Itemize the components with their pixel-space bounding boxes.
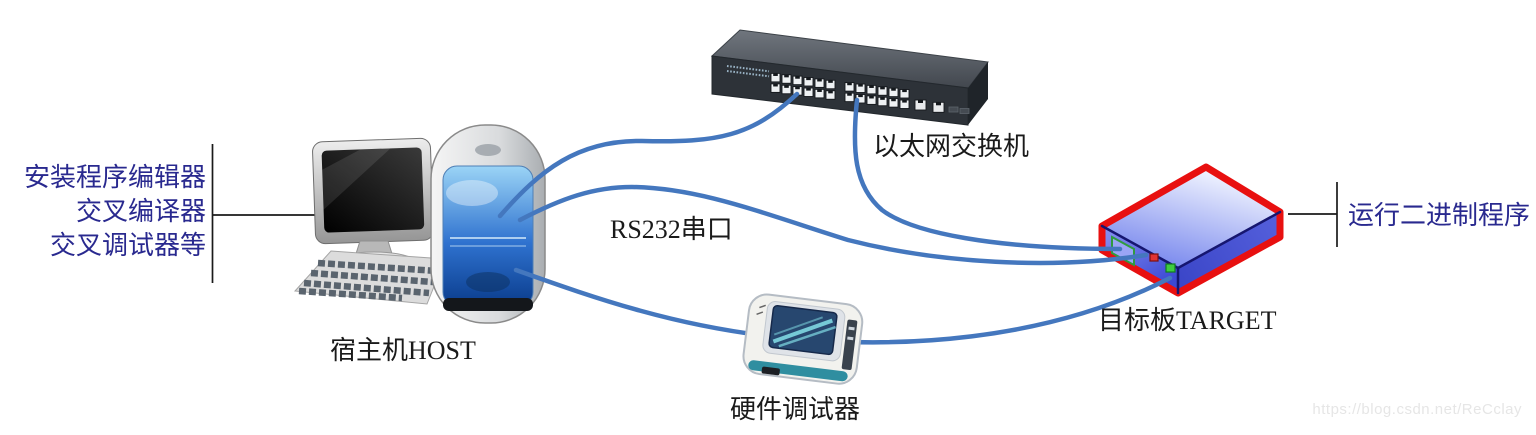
- cable-host-to-switch: [497, 91, 800, 219]
- target-board-icon: [1098, 163, 1284, 297]
- right-annotation-bracket: [1288, 182, 1338, 247]
- target-annotation: 运行二进制程序: [1348, 201, 1531, 230]
- cable-switch-to-target: [852, 97, 1123, 252]
- cable-host-to-target-rs232: [517, 184, 1149, 266]
- hardware-debugger-label: 硬件调试器: [730, 395, 861, 424]
- annotation-line: 交叉调试器等: [49, 231, 206, 260]
- annotation-line: 交叉编译器: [75, 197, 206, 226]
- rs232-serial-label: RS232串口: [610, 215, 733, 244]
- ethernet-switch-icon: [710, 29, 989, 126]
- watermark: https://blog.csdn.net/ReCclay: [1312, 401, 1522, 418]
- host-computer-icon: [293, 124, 546, 324]
- annotation-line: 安装程序编辑器: [23, 163, 206, 192]
- switch-port-grid: [770, 72, 910, 109]
- host-software-annotation: 安装程序编辑器 交叉编译器 交叉调试器等: [0, 161, 206, 263]
- target-green-led: [1165, 263, 1176, 273]
- left-annotation-bracket: [211, 144, 323, 283]
- ethernet-switch-label: 以太网交换机: [873, 132, 1030, 161]
- target-board-label: 目标板TARGET: [1098, 306, 1277, 335]
- host-label: 宿主机HOST: [330, 336, 476, 365]
- hardware-debugger-icon: [742, 293, 864, 385]
- target-red-led: [1149, 253, 1159, 262]
